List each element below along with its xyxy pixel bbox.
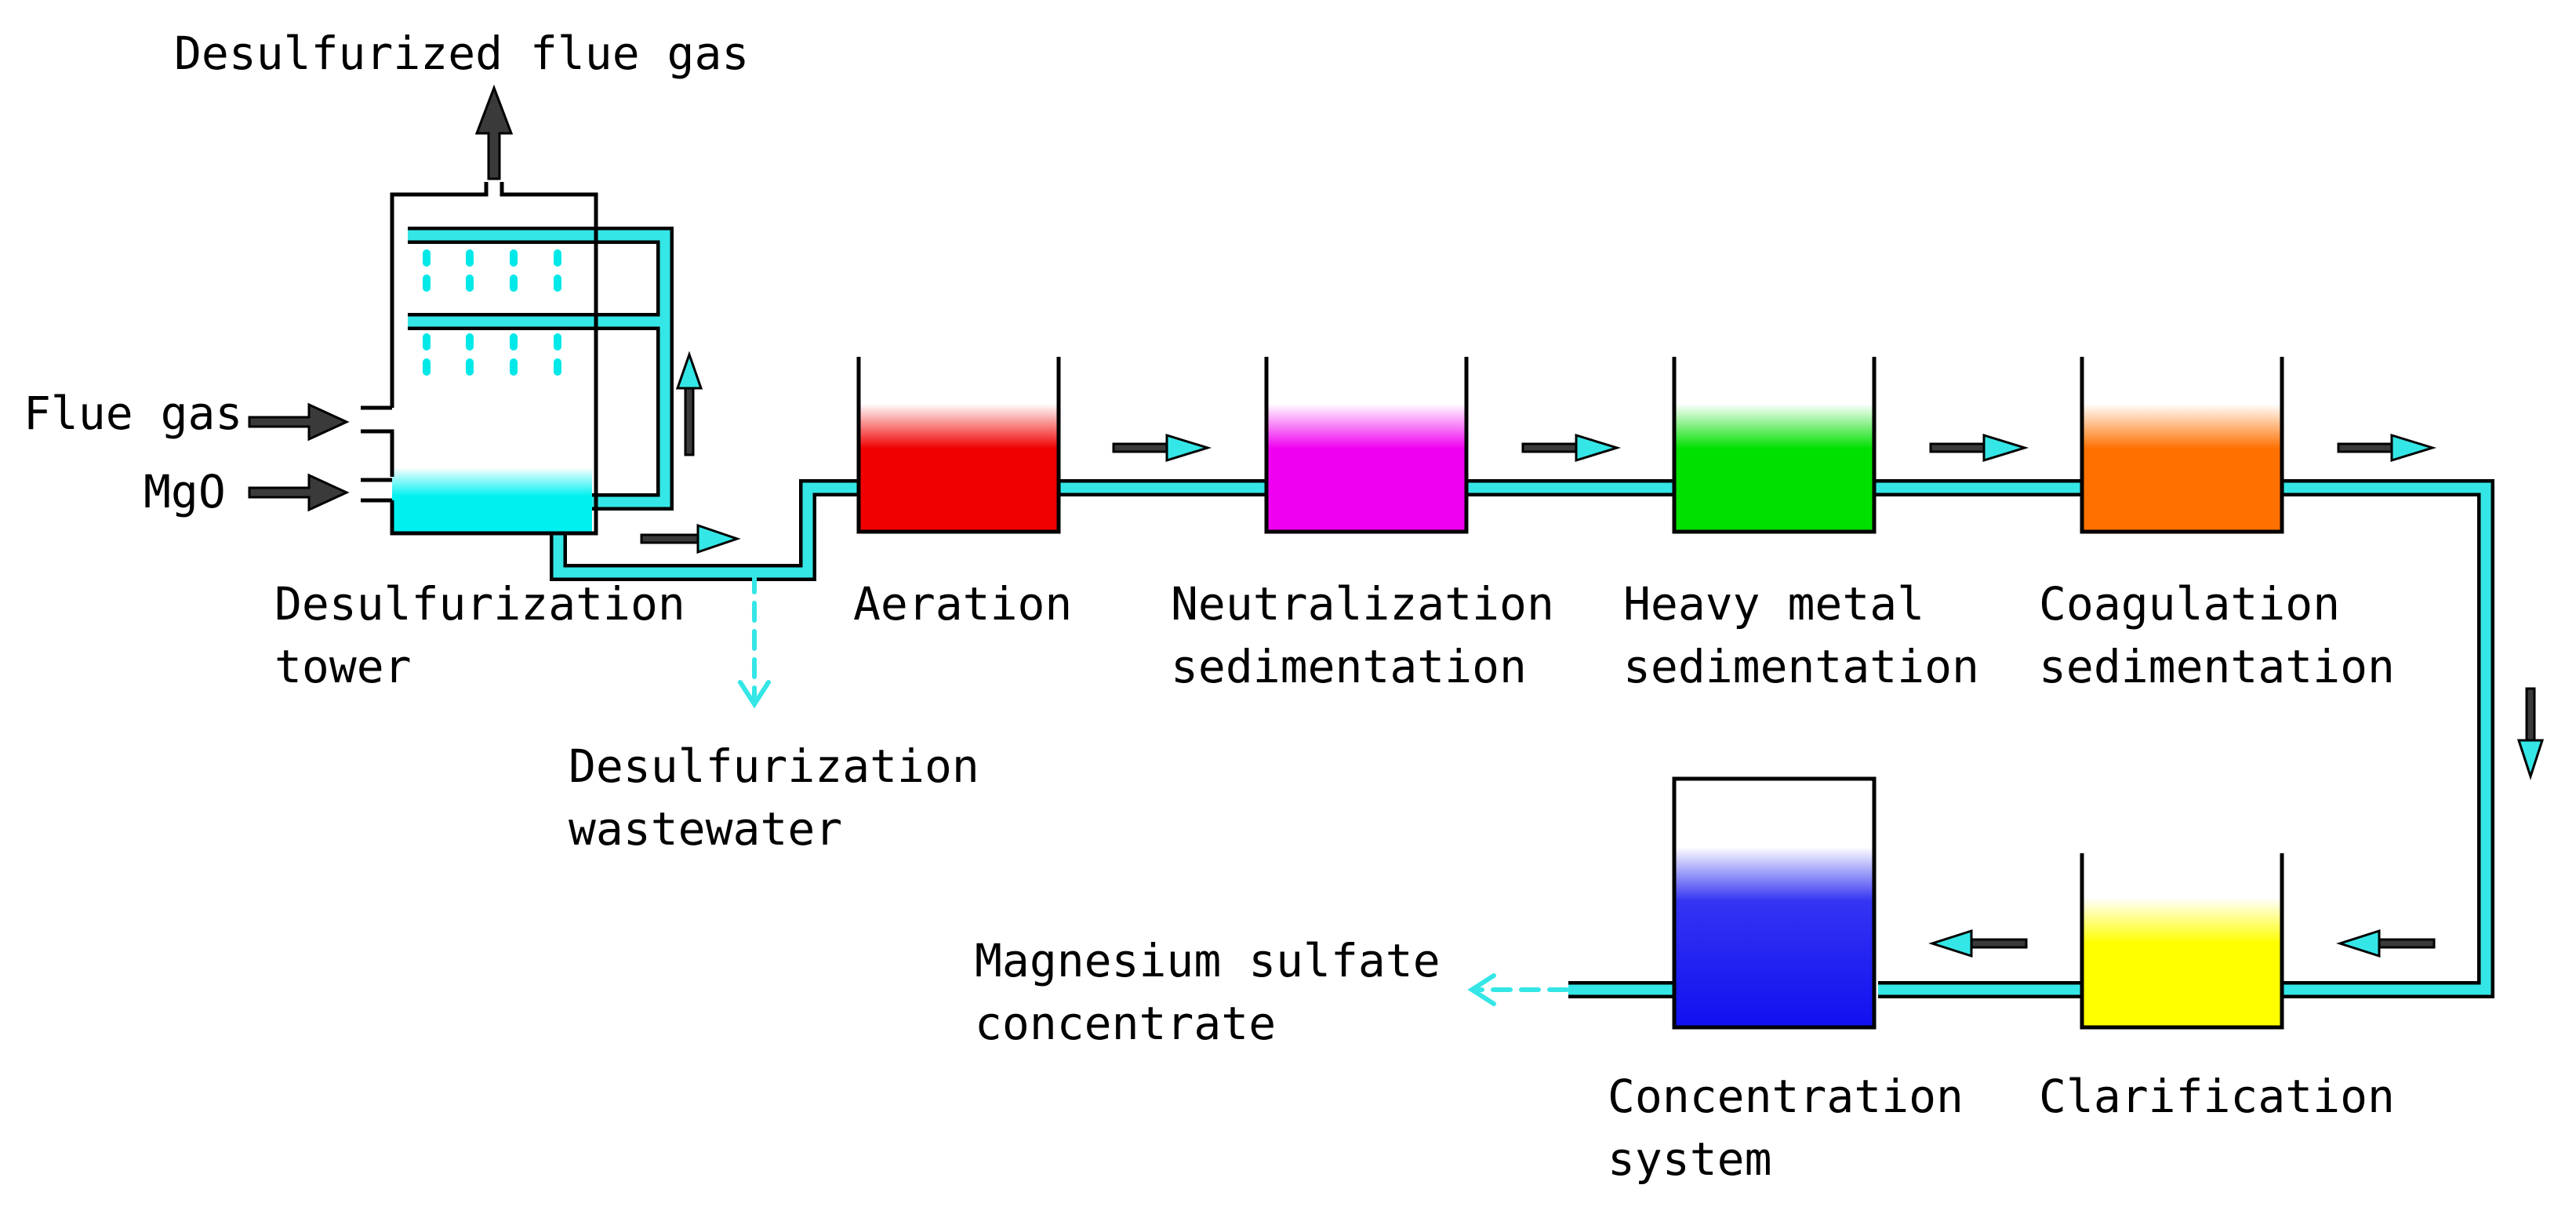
flow-arrow-down bbox=[2516, 687, 2545, 780]
label-wastewater-1: Desulfurization bbox=[569, 740, 979, 793]
label-wastewater-2: wastewater bbox=[569, 802, 842, 856]
labels: Desulfurized flue gas Flue gas MgO Desul… bbox=[24, 27, 2395, 1186]
label-concentration-1: Concentration bbox=[1608, 1070, 1964, 1123]
dashed-arrows bbox=[738, 572, 1569, 1006]
label-heavy-metal-2: sedimentation bbox=[1623, 640, 1979, 693]
flow-arrow-2 bbox=[1521, 433, 1622, 463]
neutralization-tank bbox=[1264, 357, 1469, 534]
flow-arrow-3 bbox=[1929, 433, 2029, 463]
riser-arrow bbox=[675, 351, 703, 456]
label-concentration-2: system bbox=[1608, 1132, 1772, 1186]
clarification-tank bbox=[2080, 853, 2284, 1030]
recirculation-pipe bbox=[408, 227, 674, 511]
outlet-flow-arrow bbox=[640, 523, 741, 554]
flow-arrow-1 bbox=[1112, 433, 1212, 463]
label-tower-1: Desulfurization bbox=[274, 577, 685, 631]
label-coagulation-1: Coagulation bbox=[2039, 577, 2340, 631]
flow-arrow-6 bbox=[1928, 929, 2028, 958]
heavy-metal-tank bbox=[1672, 357, 1877, 534]
label-product-2: concentrate bbox=[975, 997, 1276, 1050]
spray-droplets bbox=[423, 249, 561, 376]
label-clarification: Clarification bbox=[2039, 1070, 2395, 1123]
desulfurization-tower bbox=[361, 182, 598, 536]
label-neutralization-1: Neutralization bbox=[1171, 577, 1554, 631]
tower-liquid bbox=[392, 467, 592, 532]
label-aeration: Aeration bbox=[853, 577, 1072, 631]
flow-arrows bbox=[640, 351, 2545, 958]
label-neutralization-2: sedimentation bbox=[1171, 640, 1527, 693]
gas-outlet-arrow bbox=[474, 84, 514, 180]
pipe-network bbox=[408, 227, 2494, 998]
label-product-1: Magnesium sulfate bbox=[975, 934, 1441, 987]
label-coagulation-2: sedimentation bbox=[2039, 640, 2395, 693]
concentration-tank bbox=[1672, 776, 1877, 1030]
coagulation-tank bbox=[2080, 357, 2284, 534]
tower-inlets bbox=[361, 405, 394, 503]
flow-arrow-4 bbox=[2337, 433, 2437, 463]
label-desulfurized-flue-gas: Desulfurized flue gas bbox=[174, 27, 749, 80]
tower-outline bbox=[390, 182, 598, 536]
aeration-tank bbox=[856, 357, 1061, 534]
flue-gas-arrow bbox=[248, 402, 350, 442]
label-heavy-metal-1: Heavy metal bbox=[1623, 577, 1924, 631]
mgo-arrow bbox=[248, 473, 350, 512]
label-tower-2: tower bbox=[274, 640, 412, 693]
label-flue-gas: Flue gas bbox=[24, 387, 242, 440]
dark-arrows bbox=[248, 84, 514, 512]
label-mgo: MgO bbox=[144, 465, 226, 518]
flow-arrow-5 bbox=[2336, 929, 2436, 958]
